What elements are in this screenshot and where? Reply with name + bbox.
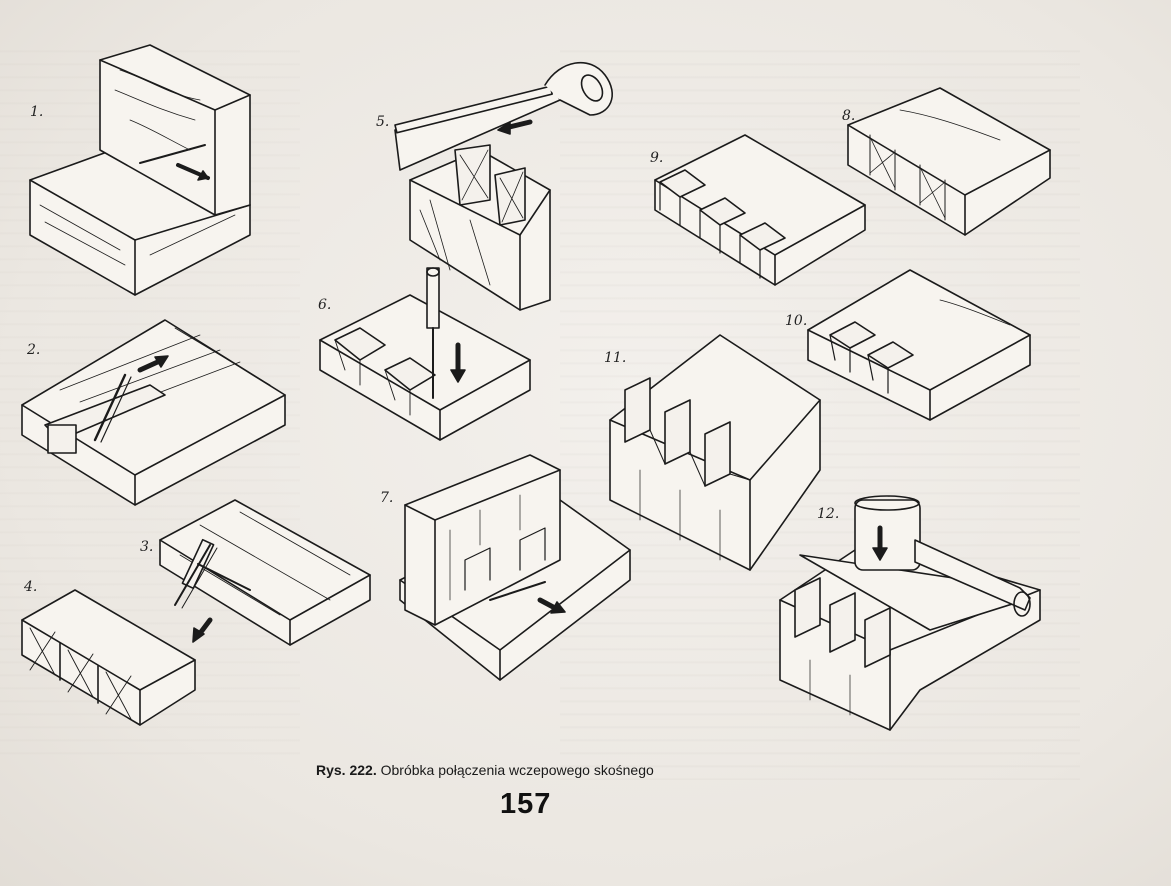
step-5-drawing xyxy=(394,61,614,311)
step-label-2: 2. xyxy=(27,342,41,358)
step-label-5: 5. xyxy=(376,114,390,130)
step-label-4: 4. xyxy=(24,579,38,595)
step-label-8: 8. xyxy=(842,108,856,124)
step-12-drawing xyxy=(779,495,1041,731)
step-6-drawing xyxy=(319,267,531,441)
figure-number: Rys. 222. xyxy=(316,762,377,778)
step-4-drawing xyxy=(21,589,196,726)
step-label-11: 11. xyxy=(604,350,627,366)
step-11-drawing xyxy=(609,334,821,571)
step-8-drawing xyxy=(847,87,1051,236)
step-label-1: 1. xyxy=(30,104,44,120)
step-7-drawing xyxy=(399,454,631,681)
figure-caption-text: Obróbka połączenia wczepowego skośnego xyxy=(380,762,654,778)
step-label-10: 10. xyxy=(785,313,808,329)
step-label-3: 3. xyxy=(140,539,154,555)
step-2-drawing xyxy=(21,319,286,506)
step-label-12: 12. xyxy=(817,506,840,522)
step-label-7: 7. xyxy=(380,490,394,506)
step-label-9: 9. xyxy=(650,150,664,166)
step-label-6: 6. xyxy=(318,297,332,313)
figure-caption: Rys. 222. Obróbka połączenia wczepowego … xyxy=(316,762,654,778)
step-1-drawing xyxy=(29,44,251,296)
page-number: 157 xyxy=(500,788,552,820)
step-10-drawing xyxy=(807,269,1031,421)
step-3-drawing xyxy=(159,499,371,646)
step-9-drawing xyxy=(654,134,866,286)
